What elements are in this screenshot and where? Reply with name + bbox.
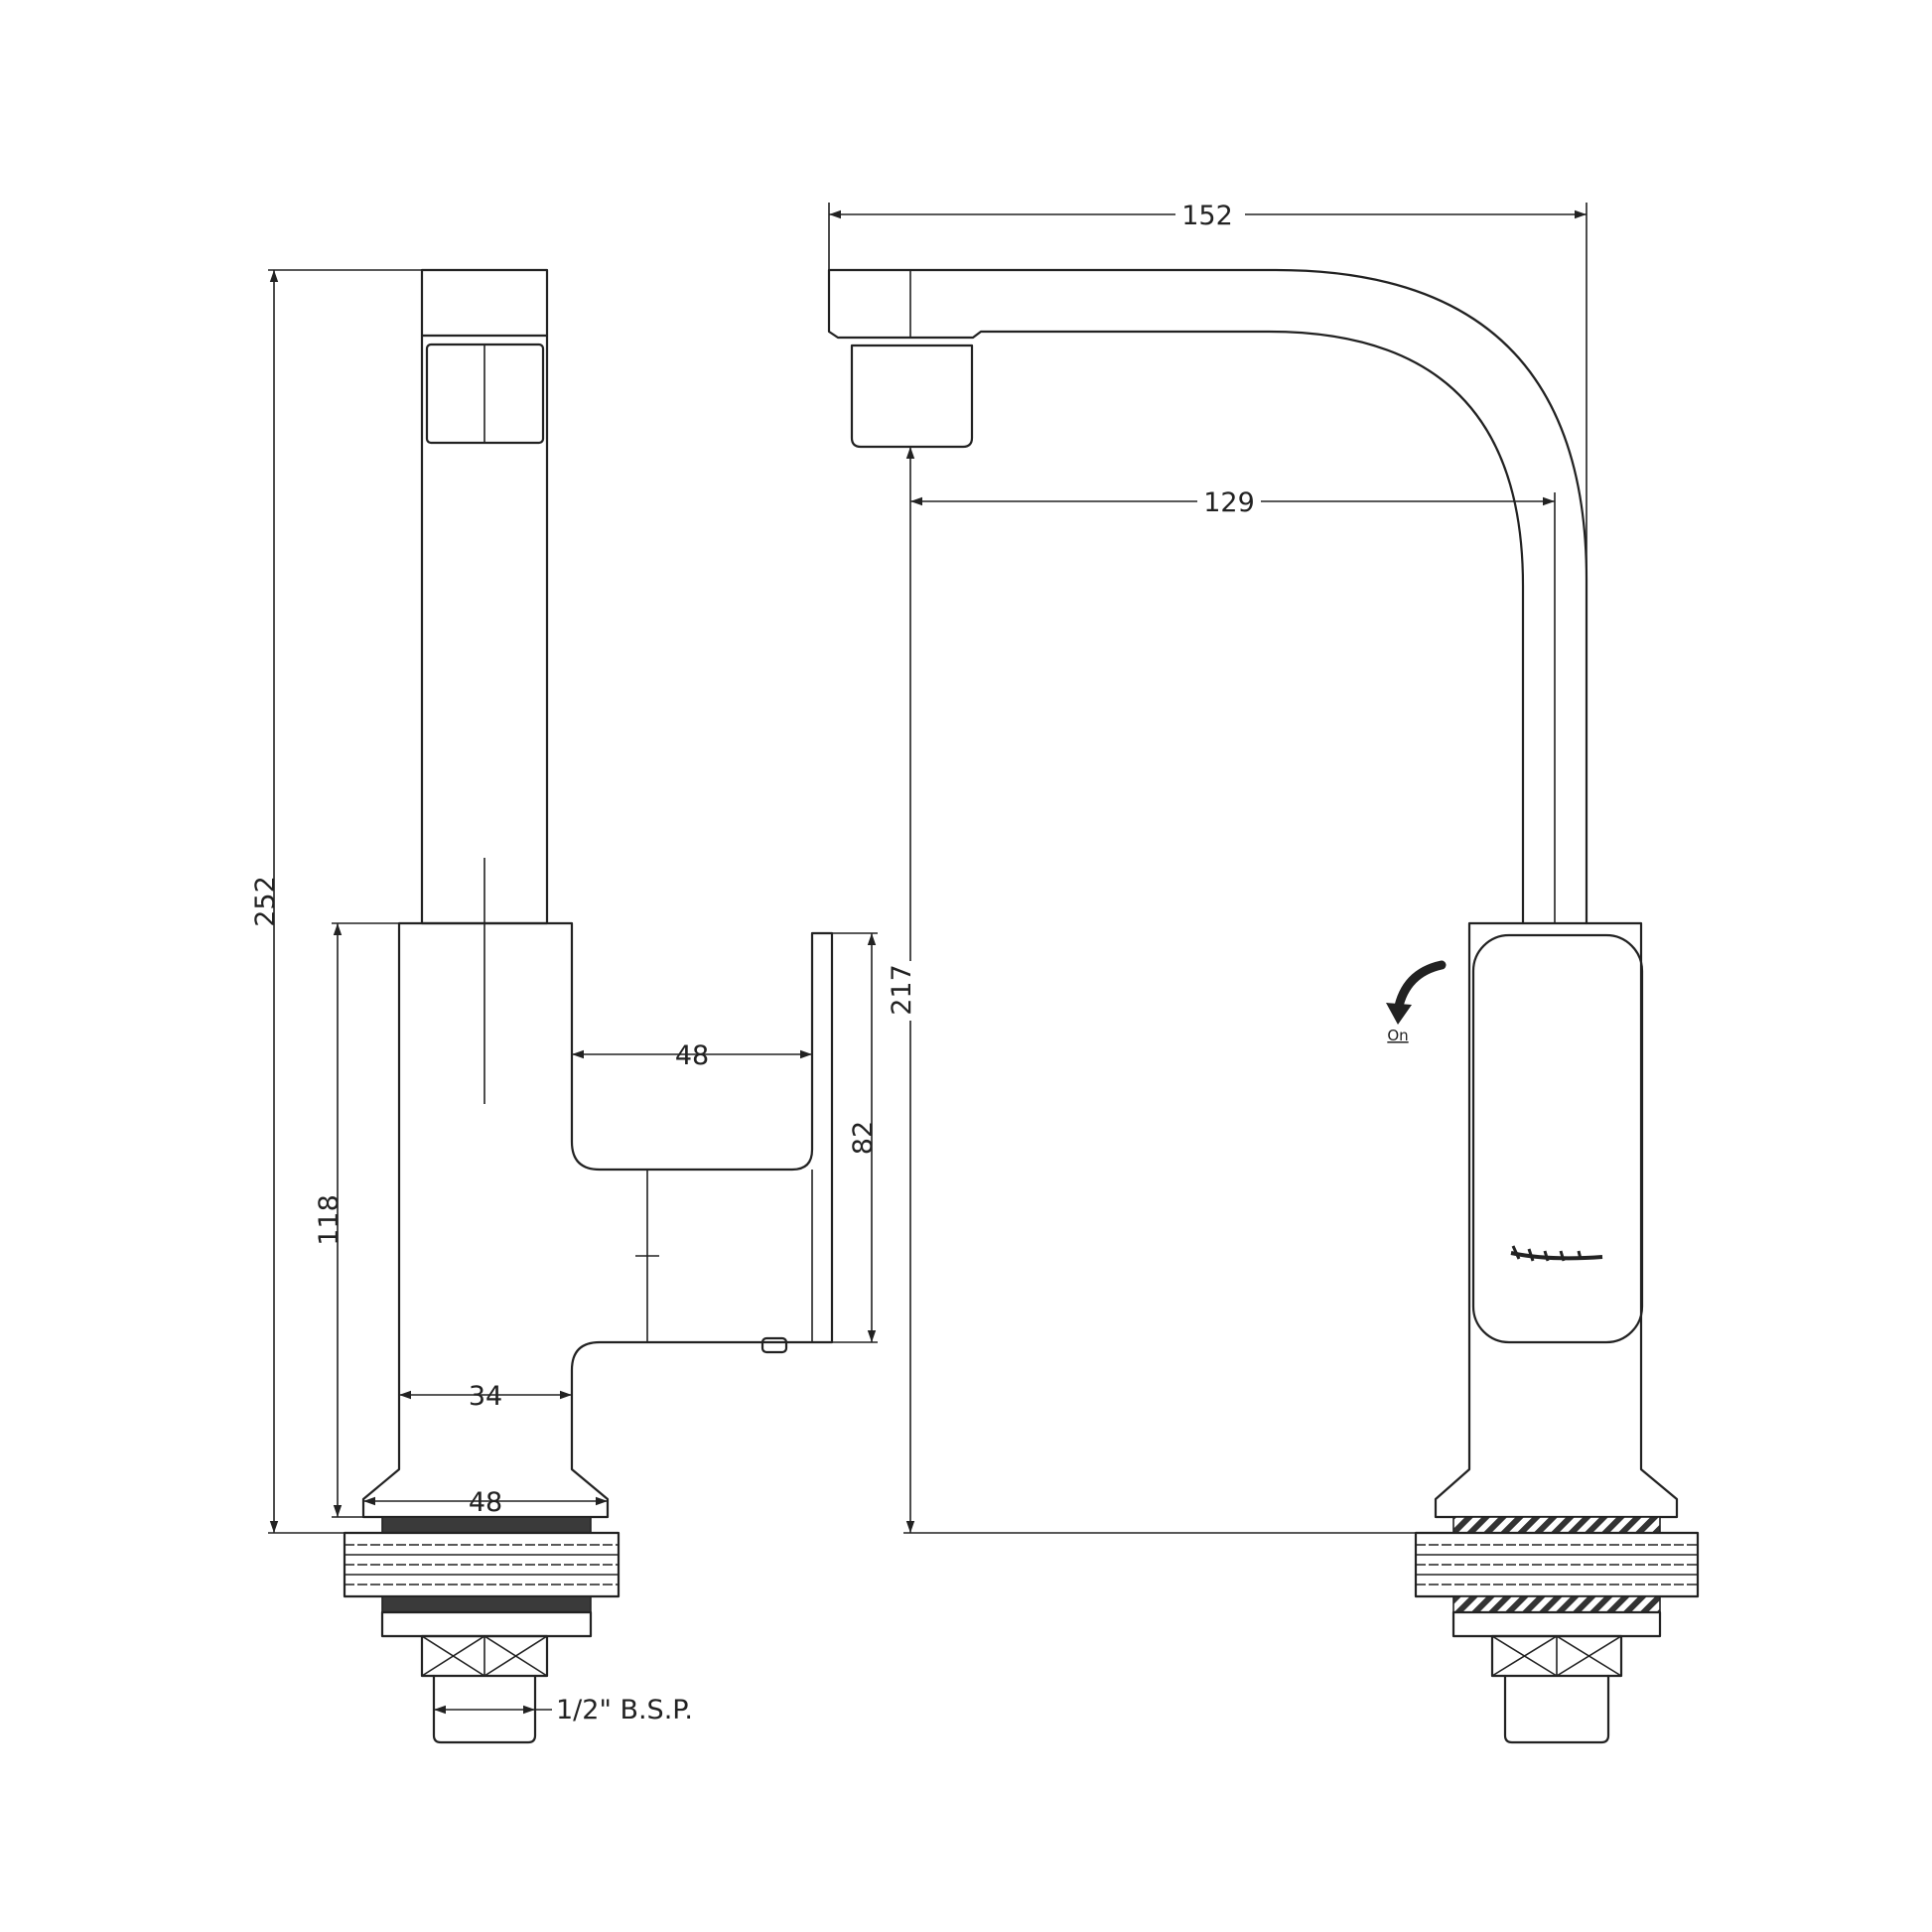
dim-base-width: 48 [469, 1487, 502, 1518]
dim-overall-reach: 152 [1181, 201, 1233, 231]
side-view: 252 118 48 82 34 48 1/2" B.S.P. [250, 268, 879, 1744]
side-thread [432, 1674, 537, 1744]
front-handle [1471, 933, 1644, 1344]
brand-logo [1510, 1245, 1603, 1262]
dim-outlet-height: 217 [887, 964, 917, 1016]
front-thread [1503, 1674, 1610, 1744]
side-body [361, 921, 834, 1519]
dim-body-height: 118 [314, 1194, 345, 1246]
front-aerator [850, 344, 974, 449]
front-spout [827, 268, 1588, 925]
front-view: On 152 129 217 [827, 199, 1700, 1744]
dim-connection: 1/2" B.S.P. [556, 1695, 693, 1725]
dim-handle-height: 82 [848, 1121, 879, 1155]
dim-spout-reach: 129 [1203, 487, 1255, 518]
front-body [1434, 921, 1679, 1519]
on-label: On [1387, 1027, 1408, 1044]
dim-body-width: 34 [469, 1381, 502, 1412]
dim-side-total-height: 252 [250, 876, 281, 927]
curved-arrow-icon [1386, 960, 1447, 1025]
dim-handle-projection: 48 [675, 1040, 709, 1071]
